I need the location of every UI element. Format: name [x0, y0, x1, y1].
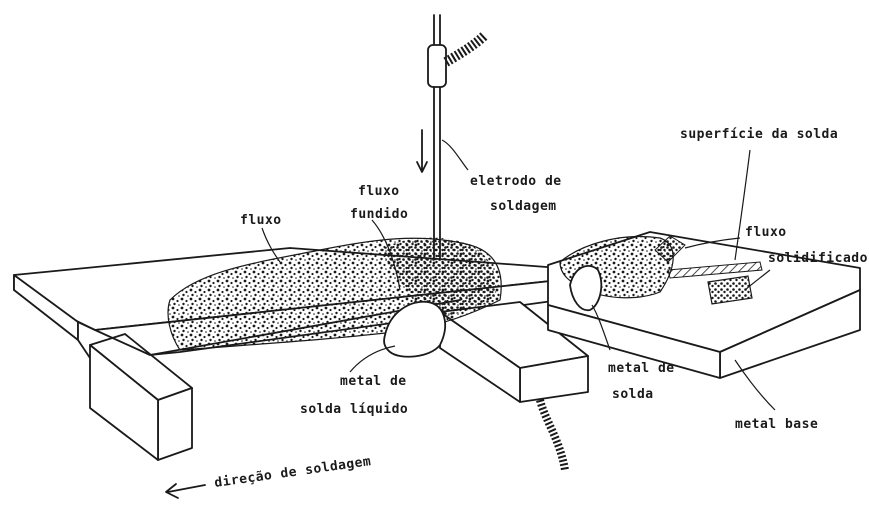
label-electrode-1: eletrodo de — [470, 174, 562, 189]
electrode-feed-arrow — [417, 130, 427, 172]
label-flux: fluxo — [240, 213, 282, 228]
label-solid-flux-1: fluxo — [745, 225, 787, 240]
label-solid-flux-2: solidificado — [768, 251, 868, 266]
label-base-metal: metal base — [735, 417, 818, 432]
electrode — [428, 15, 446, 258]
direction-arrow-icon — [166, 484, 205, 498]
label-electrode-2: soldagem — [490, 199, 557, 214]
label-weld-metal-2: solda — [612, 387, 654, 402]
label-direction: direção de soldagem — [213, 454, 372, 491]
label-molten-flux-2: fundido — [350, 207, 408, 222]
label-weld-metal-1: metal de — [608, 361, 675, 376]
label-liquid-weld-1: metal de — [340, 374, 407, 389]
label-liquid-weld-2: solda líquido — [300, 402, 408, 417]
label-molten-flux-1: fluxo — [358, 184, 400, 199]
label-surface: superfície da solda — [680, 127, 838, 142]
